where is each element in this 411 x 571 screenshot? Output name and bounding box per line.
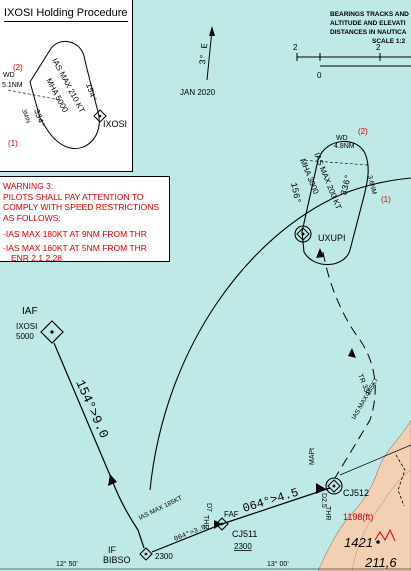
inset-leg2: (2) <box>13 63 23 72</box>
scale-label-a: 2 <box>293 43 298 52</box>
if-bibso-symbol[interactable] <box>139 547 153 561</box>
track-arrow <box>108 474 117 486</box>
warning-title: WARNING 3: <box>3 181 54 191</box>
ct-label: D7 <box>205 503 212 512</box>
missed-arrow-2 <box>316 248 324 258</box>
inset-diagram: WD 5.1NM (2) (1) IAS MAX 210 KT MHA 5000… <box>2 41 127 150</box>
lon-1: 12° 50' <box>56 560 78 568</box>
uxupi-brg-out: 336° <box>339 173 354 196</box>
boundary-line <box>339 444 411 476</box>
iaf-name: IXOSI <box>16 322 37 331</box>
cj512-name: CJ512 <box>343 488 369 498</box>
d25-label: D2.5 <box>320 493 327 508</box>
uxupi-name: UXUPI <box>318 233 346 243</box>
inset-small: 3MIN <box>20 109 31 125</box>
warning-item-1: -IAS MAX 180KT AT 9NM FROM THR <box>3 229 147 239</box>
scale-label-c: 2 <box>376 43 381 52</box>
warning-body: PILOTS SHALL PAY ATTENTION TO COMPLY WIT… <box>3 191 160 223</box>
faf-label: FAF <box>224 510 239 519</box>
legend-line-1: BEARINGS TRACKS AND <box>330 11 409 18</box>
inset-leg1: (1) <box>8 139 18 148</box>
warning-item-3: ENR 2.1 2.28 <box>11 253 63 263</box>
inset-wd-dist: 5.1NM <box>2 82 23 89</box>
mapt-label: MAPt <box>309 448 316 465</box>
inset-brg-in: 154° <box>83 82 97 103</box>
magvar-date: JAN 2020 <box>180 88 216 97</box>
uxupi-fix-symbol[interactable] <box>294 225 312 243</box>
inset-wd: WD <box>3 72 15 79</box>
magvar-arrow <box>206 29 213 81</box>
inset-wd-line <box>7 89 61 101</box>
elev-1: 1198(ft) <box>343 512 373 522</box>
iaf-label: IAF <box>22 306 38 317</box>
lon-2: 13° 00' <box>267 560 289 568</box>
if-alt: 2300 <box>155 552 173 561</box>
terrain-peak <box>374 528 396 542</box>
track-arrow-2 <box>214 520 222 529</box>
if-label: IF <box>108 545 117 555</box>
inset-title: IXOSI Holding Procedure <box>4 5 128 22</box>
boundary-line-2 <box>395 454 406 507</box>
uxupi-leg1: (1) <box>381 195 391 204</box>
uxupi-holding <box>301 140 369 266</box>
iaf-alt: 5000 <box>16 332 34 341</box>
uxupi-leg2: (2) <box>358 127 368 136</box>
scale-label-b: 0 <box>317 71 322 80</box>
terrain-contour <box>351 469 411 571</box>
uxupi-wd-line <box>299 159 369 166</box>
uxupi-wd: WD <box>336 135 348 142</box>
thr-label-2: THR <box>324 506 331 520</box>
warning-item-2: -IAS MAX 160KT AT 5NM FROM THR <box>3 242 147 253</box>
missed-approach-route <box>322 251 376 479</box>
inset-fix-name: IXOSI <box>103 119 127 129</box>
uxupi-wd-dist: 4.8NM <box>334 143 355 150</box>
track-arrow-3 <box>316 483 326 494</box>
track064b: 064°>4.5 <box>241 486 300 516</box>
initial-approach-track <box>53 342 145 549</box>
legend: BEARINGS TRACKS AND ALTITUDE AND ELEVATI… <box>330 10 411 46</box>
magvar-value: 3° E <box>198 43 210 66</box>
warning-box: WARNING 3: PILOTS SHALL PAY ATTENTION TO… <box>0 176 170 263</box>
uxupi-small: 3.6NM <box>366 175 377 195</box>
legend-line-2: ALTITUDE AND ELEVATI <box>330 20 406 27</box>
missed-arrow <box>348 348 356 358</box>
elev-2-dot <box>376 540 380 544</box>
uxupi-brg-in: 156° <box>288 182 302 205</box>
terrain-area <box>317 419 411 571</box>
elev-2: 1421 <box>344 535 373 550</box>
if-name: BIBSO <box>103 555 131 565</box>
legend-line-3: DISTANCES IN NAUTICA <box>330 29 407 36</box>
mapt-cj512-symbol[interactable] <box>325 477 343 495</box>
inset-fix-symbol <box>93 109 107 123</box>
legend-scale: SCALE 1:2 <box>372 38 406 45</box>
inset-brg-out: 334° <box>31 108 46 129</box>
thr-label-1: THR <box>202 515 209 529</box>
inset-holding-box: IXOSI Holding Procedure WD 5.1NM (2) (1)… <box>0 0 133 172</box>
elev-3: 211,6 <box>364 555 397 570</box>
ias185-if: IAS MAX 185KT <box>138 495 184 522</box>
dme-arc <box>149 177 411 491</box>
cj511-name: CJ511 <box>232 529 257 539</box>
cj511-alt: 2300 <box>234 542 252 551</box>
magvar-arrowhead <box>209 26 215 36</box>
iaf-ixosi-symbol[interactable] <box>40 320 64 344</box>
faf-cj511-symbol[interactable] <box>215 517 229 531</box>
